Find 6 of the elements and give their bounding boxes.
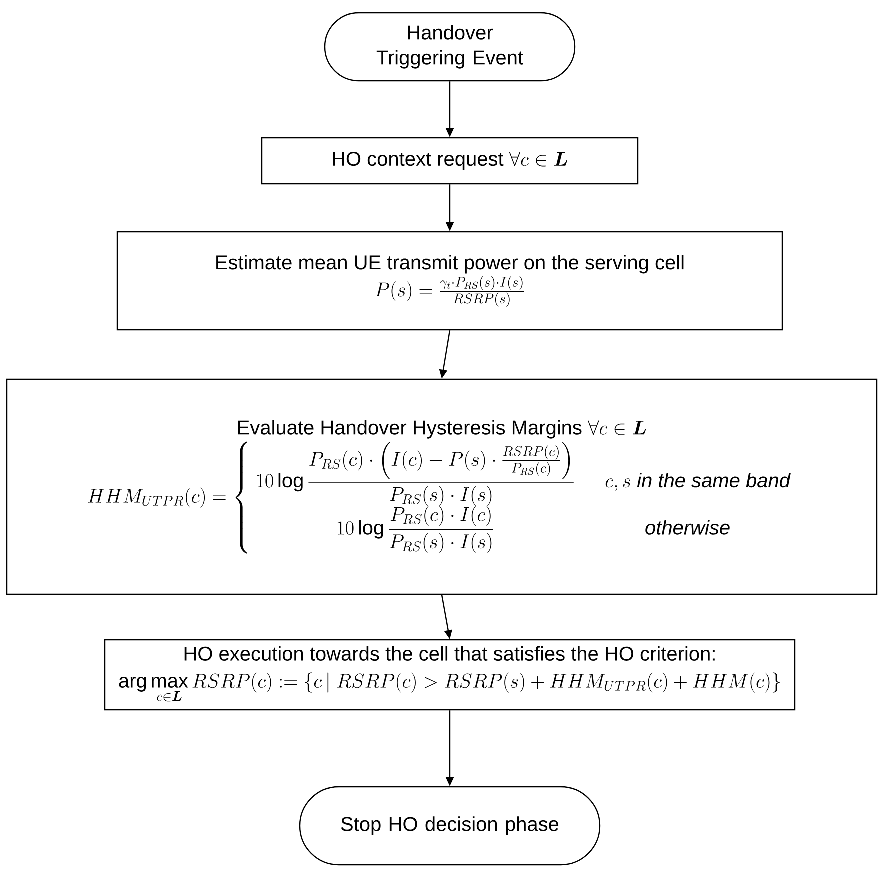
process-box: Evaluate Handover Hysteresis Margins $\forall c \in \boldsymbol{L}$ $HHM_{UTPR}(c)=\left\{\begin{array}{cc}10\log\dfrac{P_{RS}(c)\cdot\left(I(c)-P(s)\cdot\frac{RSRP(c)}{P_{RS}(c)}\right)}{P_{RS}(s)\cdot I(s)} & \quad c,s\ \mathit{in\ the\ same\ band}\\[8pt] 10\log\dfrac{P_{RS}(c)\cdot I(c)}{P_{RS}(s)\cdot I(s)} & \mathit{otherwise}\end{array}\right.$ [6,378,878,596]
process-box: HO context request $\forall c \in \boldsymbol{L}$ [261,137,639,185]
process-box: HO execution towards the cell that satisfies the HO criterion: $\arg\max_{c\in\boldsymbol{L}} RSRP(c)\mathrel{:=}\{c\,|\;RSRP(c)>RSRP(s)+HHM_{UTPR}(c)+HHM(c)\}$ [104,639,796,711]
process-box: Estimate mean UE transmit power on the serving cell $P(s)=\frac{\gamma_t\cdot P_{RS}(s)\cdot I(s)}{RSRP(s)}$ [116,231,784,331]
terminal-box: Handover Triggering Event [324,12,576,82]
terminal-box: Stop HO decision phase [299,786,601,866]
